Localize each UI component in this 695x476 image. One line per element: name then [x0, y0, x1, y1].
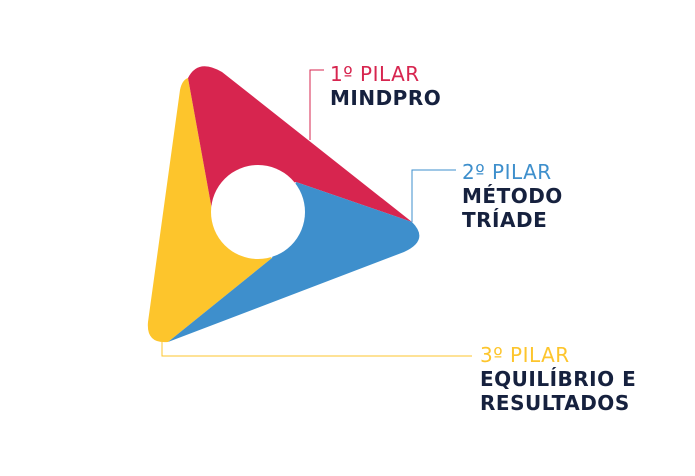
pillar2-kicker: 2º PILAR: [462, 160, 552, 184]
pillar3-kicker: 3º PILAR: [480, 343, 570, 367]
pillar3-segment: [147, 78, 272, 343]
pillar1-label: 1º PILAR MINDPRO: [330, 62, 441, 110]
pillar2-label: 2º PILAR MÉTODO TRÍADE: [462, 160, 563, 232]
pillar2-name-line1: MÉTODO: [462, 184, 563, 208]
pillar3-name-line1: EQUILÍBRIO E: [480, 367, 637, 391]
center-hole: [211, 165, 305, 259]
pillar1-kicker: 1º PILAR: [330, 62, 420, 86]
pillar1-name: MINDPRO: [330, 86, 442, 110]
pillar2-segment: [168, 182, 420, 342]
pillar2-connector: [411, 169, 456, 222]
pillar3-connector: [161, 342, 472, 357]
pillar3-name-line2: RESULTADOS: [480, 391, 630, 415]
pillar1-connector: [309, 69, 324, 140]
pillar3-label: 3º PILAR EQUILÍBRIO E RESULTADOS: [480, 343, 636, 415]
pillar2-name-line2: TRÍADE: [462, 208, 548, 232]
